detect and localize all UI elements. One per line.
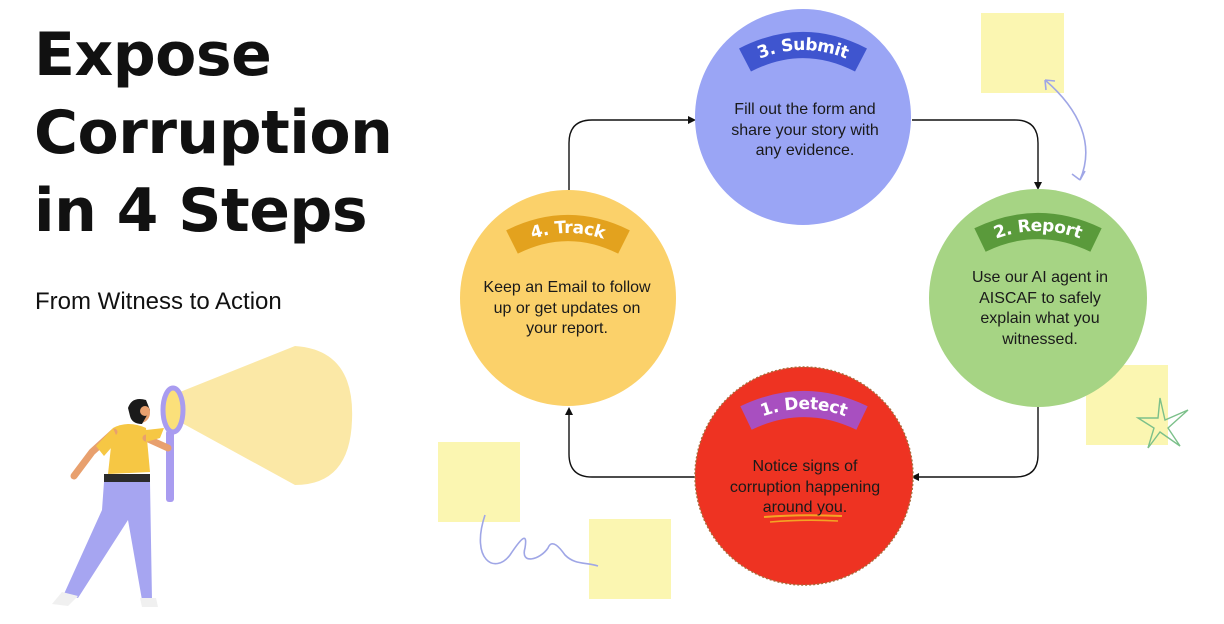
spotlight-lens (160, 385, 186, 435)
description-line: around you. (762, 499, 848, 516)
badge-detect (740, 391, 868, 430)
sticky-note (589, 519, 671, 599)
sticky-note (438, 442, 520, 522)
description-line: Notice signs of (752, 458, 858, 475)
star-doodle (1135, 397, 1189, 449)
arrow-submit-to-report (912, 119, 1042, 190)
arrow-track-to-submit (568, 116, 696, 190)
step-description-track: Keep an Email to follow up or get update… (462, 278, 672, 340)
title-line-1: Expose (34, 20, 272, 90)
title-line-3: in 4 Steps (34, 176, 368, 246)
scribble-doodle (479, 514, 599, 567)
description-line: share your story with (731, 121, 879, 139)
double-arrow-doodle (1044, 79, 1087, 181)
person-shirt (108, 424, 150, 474)
description-line: Keep an Email to follow (483, 279, 651, 296)
description-line: any evidence. (755, 142, 855, 159)
badge-track (506, 215, 630, 254)
badge-report (974, 213, 1102, 252)
highlight-underline (763, 514, 843, 518)
step-description-detect: Notice signs of corruption happening aro… (700, 457, 910, 519)
description-line: witnessed. (1002, 330, 1078, 348)
description-line: your report. (526, 320, 608, 337)
description-line: AISCAF to safely (979, 289, 1101, 307)
page-title: Expose Corruption in 4 Steps (34, 16, 393, 250)
step-description-report: Use our AI agent in AISCAF to safely exp… (935, 268, 1145, 350)
description-line: up or get updates on (493, 299, 641, 317)
spotlight-beam (180, 346, 353, 485)
description-line: corruption happening (729, 478, 881, 496)
sticky-note (981, 13, 1064, 93)
arrow-report-to-detect (911, 407, 1039, 481)
subtitle: From Witness to Action (35, 288, 282, 315)
step-description-submit: Fill out the form and share your story w… (700, 100, 910, 162)
description-line: explain what you (980, 310, 1100, 327)
person-pants (64, 482, 152, 600)
description-line: Fill out the form and (734, 101, 876, 118)
title-line-2: Corruption (34, 98, 393, 168)
badge-submit (739, 32, 867, 72)
person-with-spotlight-illustration (52, 346, 353, 607)
description-line: Use our AI agent in (971, 269, 1109, 286)
arrow-detect-to-track (565, 407, 697, 478)
